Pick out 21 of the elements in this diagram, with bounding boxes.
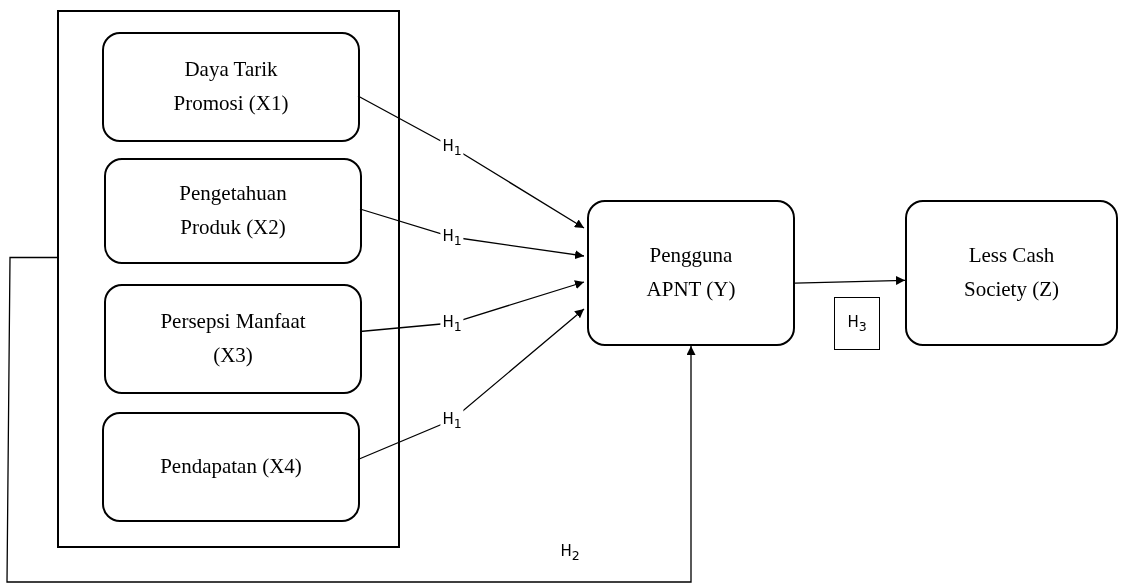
arrow: [357, 308, 585, 461]
variable-box: [905, 200, 1118, 346]
variable-box: [104, 158, 362, 264]
hypothesis-label: H$_{3}$: [847, 313, 867, 334]
node-label: Less Cash Society (Z): [962, 242, 1061, 303]
arrow: [359, 280, 585, 333]
arrow: [357, 95, 585, 229]
hypothesis-box: [834, 297, 880, 350]
node-label: Persepsi Manfaat (X3): [159, 308, 307, 369]
arrow: [359, 208, 585, 260]
variable-box: [102, 412, 360, 522]
variable-box: [587, 200, 795, 346]
arrow: [794, 276, 906, 286]
node-label: Pengetahuan Produk (X2): [178, 180, 288, 241]
variable-box: [102, 32, 360, 142]
variable-box: [104, 284, 362, 394]
node-label: Pengguna APNT (Y): [645, 242, 737, 303]
group-box: [57, 10, 400, 548]
node-label: Pendapatan (X4): [160, 453, 302, 481]
node-label: Daya Tarik Promosi (X1): [172, 56, 290, 117]
arrow: [6, 256, 696, 583]
